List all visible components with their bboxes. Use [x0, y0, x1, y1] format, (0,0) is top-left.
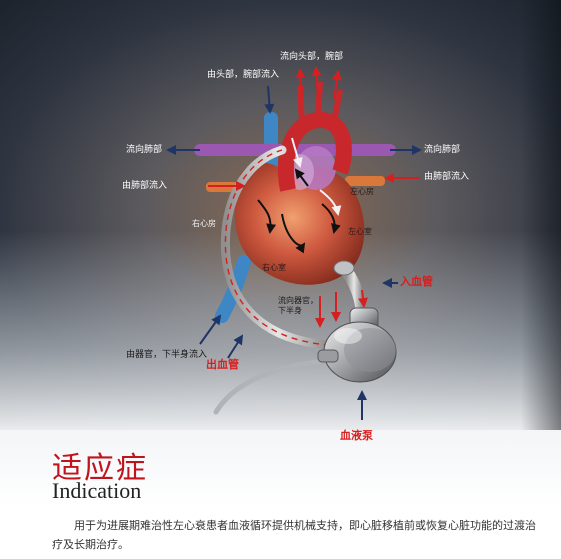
section-title-cn: 适应症 — [52, 451, 148, 486]
label-right-atrium: 右心房 — [192, 219, 216, 228]
section-description: 用于为进展期难治性左心衰患者血液循环提供机械支持，即心脏移植前或恢复心脏功能的过… — [52, 519, 536, 551]
label-left-atrium: 左心房 — [350, 187, 374, 196]
label-to-head-arms: 流向头部，腕部 — [280, 52, 344, 62]
section-title-en: Indication — [52, 478, 142, 503]
outflow-cannula-tube — [220, 145, 335, 350]
navy-flow-arrows — [166, 85, 422, 420]
driveline-cable — [213, 357, 333, 415]
aorta — [277, 81, 352, 192]
label-to-lung-left: 流向肺部 — [126, 145, 163, 155]
blood-pump — [317, 307, 397, 383]
internal-flow-arrows — [257, 168, 341, 254]
white-flow-arrows — [291, 137, 342, 216]
label-from-head-arms: 由头部，腕部流入 — [207, 70, 280, 80]
label-inflow-cannula: 入血管 — [400, 275, 433, 288]
heart-pump-illustration — [166, 66, 422, 420]
red-flow-arrows — [208, 66, 420, 328]
label-outflow-cannula: 出血管 — [206, 358, 239, 371]
label-from-organs: 由器官，下半身流入 — [126, 350, 208, 360]
label-from-lung-right: 由肺部流入 — [424, 172, 470, 182]
heart — [234, 146, 365, 285]
label-blood-pump: 血液泵 — [340, 429, 373, 442]
corner-shade — [521, 0, 561, 430]
label-from-lung-left: 由肺部流入 — [122, 181, 168, 191]
label-to-organs: 流向器官， 下半身 — [278, 296, 318, 315]
indication-section — [0, 430, 561, 559]
label-left-ventricle: 左心室 — [348, 227, 372, 236]
label-right-ventricle: 右心室 — [262, 263, 286, 272]
label-to-lung-right: 流向肺部 — [424, 145, 461, 155]
